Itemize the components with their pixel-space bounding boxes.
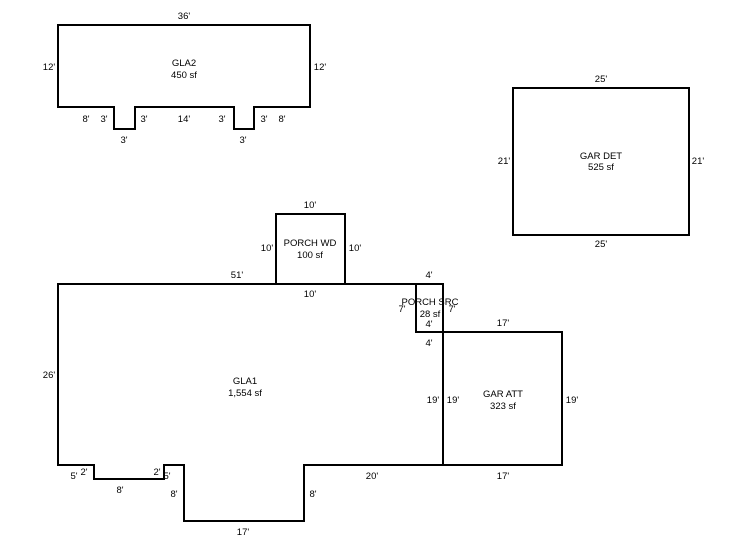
- porch-src-dim-bottom: 4': [425, 319, 432, 330]
- porch-src-dim-left: 7': [398, 304, 405, 315]
- room-gla1: GLA1 1,554 sf 51' 26' 19' 20' 5' 2' 8' 2…: [43, 270, 444, 538]
- gar-att-area: 323 sf: [490, 401, 516, 412]
- gla1-name: GLA1: [233, 376, 257, 387]
- gla1-dim-top: 51': [231, 270, 244, 281]
- gar-det-outline: [512, 87, 690, 236]
- gla2-dim-top: 36': [178, 11, 191, 22]
- room-gar-att: GAR ATT 323 sf 17' 19' 19' 17': [442, 318, 579, 482]
- porch-wd-outline: [275, 213, 346, 285]
- porch-src-dim-right: 7': [448, 304, 455, 315]
- gla2-area: 450 sf: [171, 70, 197, 81]
- gla2-dim-b6: 3': [218, 114, 225, 125]
- gar-att-outline: [442, 331, 563, 466]
- gla1-dim-b8a: 8': [116, 485, 123, 496]
- gar-att-name: GAR ATT: [483, 389, 523, 400]
- gla2-dim-b4: 3': [140, 114, 147, 125]
- porch-wd-dim-top: 10': [304, 200, 317, 211]
- porch-wd-dim-right: 10': [349, 243, 362, 254]
- gla1-dim-right: 19': [427, 395, 440, 406]
- gla2-dim-b3: 3': [120, 135, 127, 146]
- porch-wd-dim-left: 10': [261, 243, 274, 254]
- gla1-area: 1,554 sf: [228, 388, 262, 399]
- gla1-dim-b5b: 5': [163, 471, 170, 482]
- porch-src-area: 28 sf: [420, 309, 441, 320]
- gla1-dim-b17: 17': [237, 527, 250, 538]
- gla2-dim-b8: 3': [260, 114, 267, 125]
- gar-att-dim-top: 17': [497, 318, 510, 329]
- gla1-dim-b8b: 8': [170, 489, 177, 500]
- gla2-name: GLA2: [172, 58, 196, 69]
- room-porch-src: PORCH SRC 28 sf 4' 7' 7' 4' 4': [398, 270, 458, 349]
- gla2-dim-b1: 8': [82, 114, 89, 125]
- gla1-dim-b8c: 8': [309, 489, 316, 500]
- gar-att-dim-bottom: 17': [497, 471, 510, 482]
- porch-wd-dim-bottom: 10': [304, 289, 317, 300]
- gar-det-dim-bottom: 25': [595, 239, 608, 250]
- gla2-dim-b7: 3': [239, 135, 246, 146]
- gla2-dim-b9: 8': [278, 114, 285, 125]
- gla1-dim-left: 26': [43, 370, 56, 381]
- gar-det-area: 525 sf: [588, 162, 614, 173]
- gla2-dim-left: 12': [43, 62, 56, 73]
- gla2-dim-b2: 3': [100, 114, 107, 125]
- porch-src-outline: [415, 283, 444, 333]
- room-gar-det: GAR DET 525 sf 25' 25' 21' 21': [498, 74, 705, 250]
- gar-det-name: GAR DET: [580, 151, 622, 162]
- porch-wd-area: 100 sf: [297, 250, 323, 261]
- gla1-dim-b20: 20': [366, 471, 379, 482]
- porch-src-dim-top: 4': [425, 270, 432, 281]
- gla1-dim-b2a: 2': [80, 467, 87, 478]
- gar-det-dim-left: 21': [498, 156, 511, 167]
- gla1-dim-b5a: 5': [70, 471, 77, 482]
- gla2-dim-b5: 14': [178, 114, 191, 125]
- porch-src-dim-below: 4': [425, 338, 432, 349]
- gar-det-dim-top: 25': [595, 74, 608, 85]
- gla2-dim-right: 12': [314, 62, 327, 73]
- porch-wd-name: PORCH WD: [284, 238, 337, 249]
- porch-src-name: PORCH SRC: [401, 297, 458, 308]
- gla2-outline: [57, 24, 311, 130]
- gla1-dim-b2b: 2': [153, 467, 160, 478]
- gar-att-dim-left: 19': [447, 395, 460, 406]
- gar-det-dim-right: 21': [692, 156, 705, 167]
- room-gla2: GLA2 450 sf 36' 12' 12' 8' 3' 3' 3' 14' …: [43, 11, 327, 146]
- gar-att-dim-right: 19': [566, 395, 579, 406]
